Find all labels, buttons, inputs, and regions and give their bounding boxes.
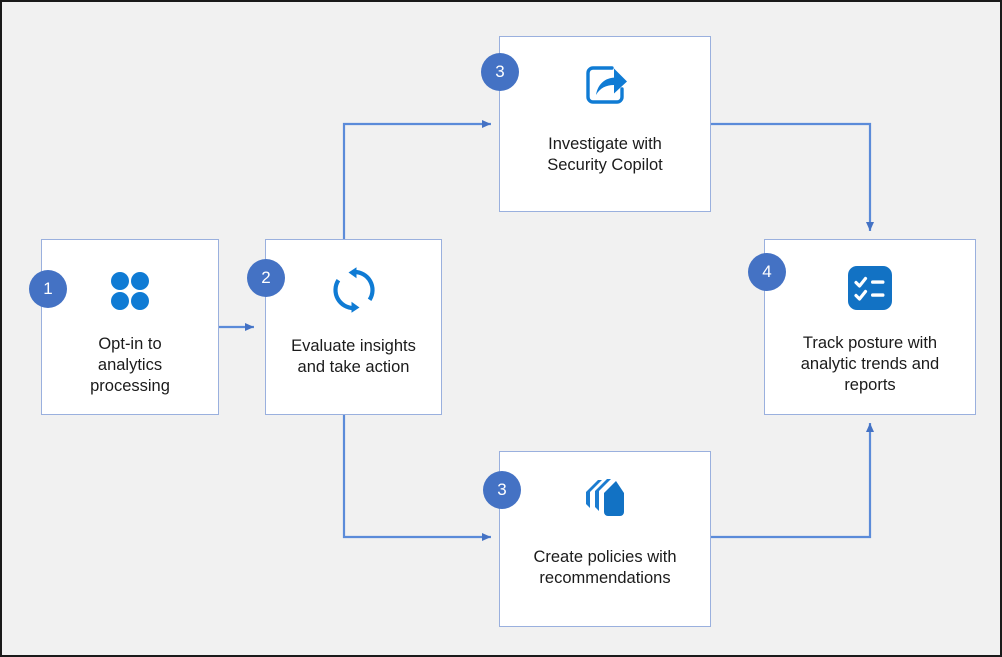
connector-3-to-5 xyxy=(711,122,874,231)
step-badge-3-create-policies: 3 xyxy=(483,471,521,509)
step-badge-2: 2 xyxy=(247,259,285,297)
flow-node-opt-in[interactable]: Opt-in to analytics processing xyxy=(41,239,219,415)
four-dots-icon xyxy=(106,267,154,320)
connector-2-to-3 xyxy=(342,120,491,239)
flow-node-label: Track posture with analytic trends and r… xyxy=(800,334,940,394)
flow-node-track-posture[interactable]: Track posture with analytic trends and r… xyxy=(764,239,976,415)
sync-refresh-icon xyxy=(329,265,379,320)
flow-node-evaluate-insights[interactable]: Evaluate insights and take action xyxy=(265,239,442,415)
flow-node-label: Investigate with Security Copilot xyxy=(547,135,663,174)
step-badge-3-investigate: 3 xyxy=(481,53,519,91)
flow-node-investigate-security-copilot[interactable]: Investigate with Security Copilot xyxy=(499,36,711,212)
stacked-layers-icon xyxy=(578,474,632,529)
connector-2-to-4 xyxy=(342,415,491,541)
flow-node-label: Create policies with recommendations xyxy=(533,548,677,587)
step-badge-1: 1 xyxy=(29,270,67,308)
flow-node-label: Evaluate insights and take action xyxy=(291,337,416,376)
share-export-icon xyxy=(579,59,631,116)
connector-4-to-5 xyxy=(711,423,874,539)
checklist-icon xyxy=(846,264,894,317)
step-badge-4: 4 xyxy=(748,253,786,291)
flow-node-create-policies[interactable]: Create policies with recommendations xyxy=(499,451,711,627)
flow-node-label: Opt-in to analytics processing xyxy=(90,335,170,395)
